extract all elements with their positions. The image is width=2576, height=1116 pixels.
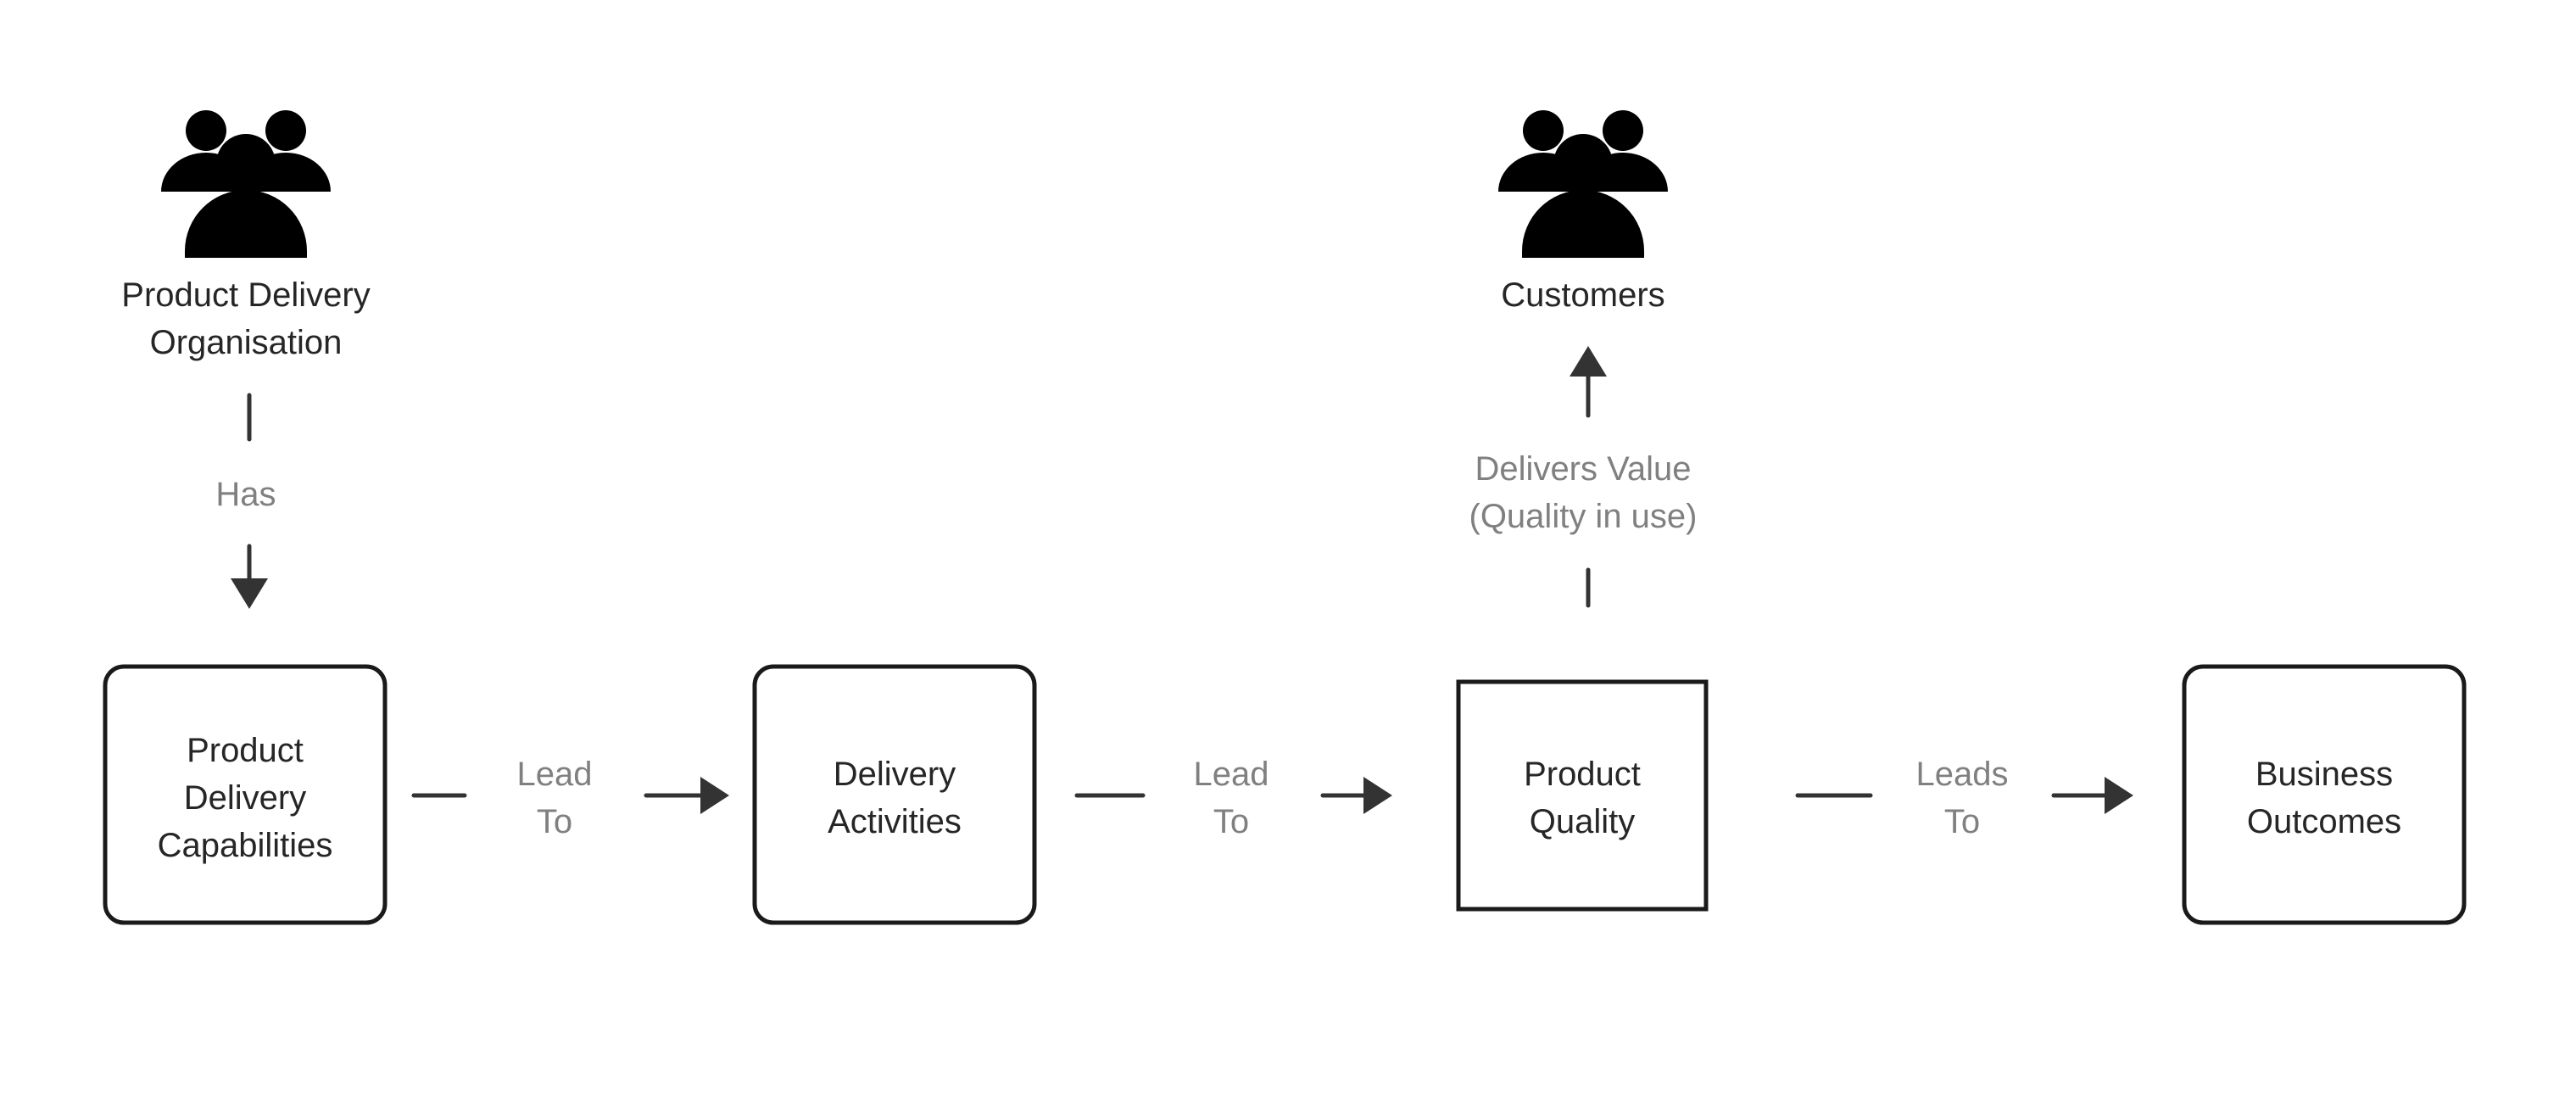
node-box	[752, 664, 1037, 925]
customers-actor: Customers	[1498, 110, 1668, 314]
edge-leads-to-line1: Leads	[1916, 756, 2009, 793]
node-outcomes-line1: Business	[2255, 756, 2393, 793]
node-box	[2182, 664, 2467, 925]
node-quality: Product Quality	[1456, 679, 1709, 912]
node-capabilities-line2: Delivery	[184, 779, 306, 817]
organisation-actor: Product Delivery Organisation	[121, 110, 371, 361]
arrow-right-icon	[2105, 777, 2133, 814]
node-outcomes-line2: Outcomes	[2247, 803, 2401, 840]
people-group-icon	[1498, 110, 1668, 258]
arrow-right-icon	[1363, 777, 1392, 814]
edge-lead-to-2-line2: To	[1213, 803, 1249, 840]
edge-lead-to-1-line1: Lead	[517, 756, 593, 793]
node-box	[1456, 679, 1709, 912]
edge-lead-to-1-line2: To	[537, 803, 572, 840]
edge-delivers-value: Delivers Value (Quality in use)	[1469, 346, 1698, 608]
arrow-right-icon	[700, 777, 729, 814]
node-outcomes: Business Outcomes	[2182, 664, 2467, 925]
edge-delivers-value-line1: Delivers Value	[1475, 450, 1692, 488]
organisation-label-line1: Product Delivery	[121, 276, 370, 314]
edge-lead-to-2-line1: Lead	[1194, 756, 1269, 793]
node-quality-line1: Product	[1524, 756, 1641, 793]
edge-has-label: Has	[215, 476, 276, 513]
arrow-up-icon	[1570, 346, 1607, 377]
organisation-label-line2: Organisation	[150, 324, 343, 361]
node-capabilities-line1: Product	[187, 732, 304, 769]
edge-leads-to: Leads To	[1795, 756, 2133, 840]
node-activities-line1: Delivery	[834, 756, 956, 793]
arrow-down-icon	[231, 578, 268, 609]
node-activities-line2: Activities	[828, 803, 962, 840]
people-group-icon	[161, 110, 331, 258]
node-box	[103, 664, 388, 925]
node-capabilities: Product Delivery Capabilities	[103, 664, 388, 925]
edge-has: Has	[215, 393, 276, 609]
edge-lead-to-1: Lead To	[411, 756, 729, 840]
edge-delivers-value-line2: (Quality in use)	[1469, 498, 1698, 535]
node-activities: Delivery Activities	[752, 664, 1037, 925]
node-quality-line2: Quality	[1530, 803, 1636, 840]
edge-leads-to-line2: To	[1944, 803, 1980, 840]
node-capabilities-line3: Capabilities	[158, 827, 333, 864]
customers-label: Customers	[1501, 276, 1664, 314]
edge-lead-to-2: Lead To	[1074, 756, 1392, 840]
